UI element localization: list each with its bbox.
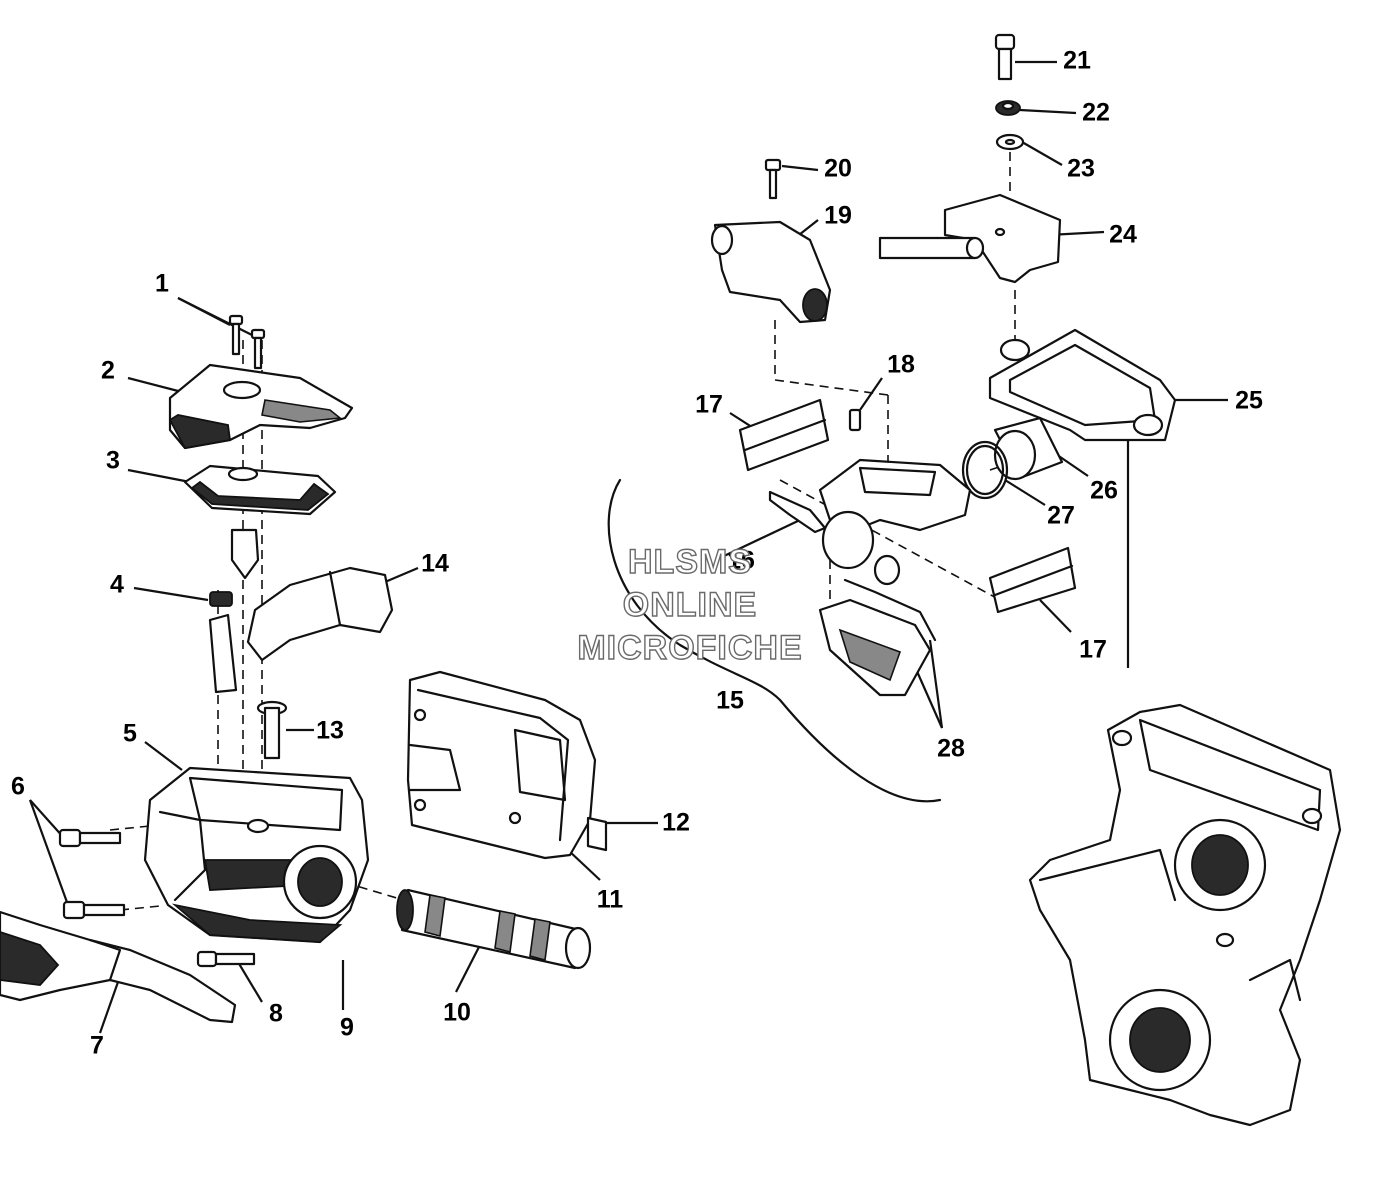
shim-17-top — [738, 398, 830, 472]
callout-3: 3 — [106, 446, 120, 475]
callout-10: 10 — [443, 998, 471, 1027]
screws-6 — [58, 828, 126, 920]
brake-lever-14 — [208, 566, 394, 694]
callout-15: 15 — [716, 686, 744, 715]
caliper — [768, 458, 972, 586]
callout-26: 26 — [1090, 476, 1118, 505]
housing — [1028, 703, 1342, 1127]
callout-11: 11 — [596, 885, 624, 914]
callout-24: 24 — [1109, 220, 1137, 249]
callout-8: 8 — [269, 999, 283, 1028]
watermark-line-1: HLSMS — [627, 543, 752, 581]
callout-25: 25 — [1235, 386, 1263, 415]
shim-17-bottom — [988, 546, 1077, 614]
callout-28: 28 — [937, 734, 965, 763]
lever-7 — [0, 910, 237, 1024]
callout-5: 5 — [123, 719, 137, 748]
spring-4 — [209, 591, 233, 607]
callout-9: 9 — [340, 1013, 354, 1042]
washer-23 — [995, 133, 1025, 151]
diaphragm-3 — [183, 464, 337, 516]
seal-27 — [961, 440, 1009, 500]
callout-27: 27 — [1047, 501, 1075, 530]
screw-20 — [764, 158, 782, 200]
master-cylinder-body-5 — [143, 766, 370, 944]
bleeder-18 — [848, 408, 862, 432]
callout-17-bottom: 17 — [1079, 635, 1107, 664]
callout-22: 22 — [1082, 98, 1110, 127]
brake-pads-28 — [818, 578, 937, 697]
callout-21: 21 — [1063, 46, 1091, 75]
callout-18: 18 — [887, 350, 915, 379]
watermark-line-3: MICROFICHE — [577, 629, 803, 667]
fitting-19 — [710, 220, 832, 324]
callout-20: 20 — [824, 154, 852, 183]
piston-26 — [993, 416, 1064, 481]
screw-8 — [196, 950, 256, 968]
callout-6: 6 — [11, 772, 25, 801]
screws-1 — [228, 314, 266, 370]
callout-16: 16 — [727, 546, 755, 575]
bracket-24 — [878, 193, 1062, 284]
watermark-line-2: ONLINE — [622, 586, 758, 624]
dashed-outline-15 — [607, 478, 942, 803]
callout-19: 19 — [824, 201, 852, 230]
plunger — [230, 528, 260, 580]
washer-22 — [995, 100, 1021, 116]
reservoir-cover-2 — [168, 363, 354, 450]
callout-12: 12 — [662, 808, 690, 837]
callout-4: 4 — [110, 570, 124, 599]
callout-17-top: 17 — [695, 390, 723, 419]
cover-11-12 — [406, 670, 608, 860]
piston-10 — [396, 888, 592, 970]
pin-13 — [256, 700, 288, 760]
callout-1: 1 — [155, 269, 169, 298]
frame-25 — [988, 328, 1177, 442]
callout-23: 23 — [1067, 154, 1095, 183]
bolt-21 — [994, 33, 1016, 81]
callout-2: 2 — [101, 356, 115, 385]
callout-13: 13 — [316, 716, 344, 745]
callout-14: 14 — [421, 549, 449, 578]
callout-7: 7 — [90, 1031, 104, 1060]
